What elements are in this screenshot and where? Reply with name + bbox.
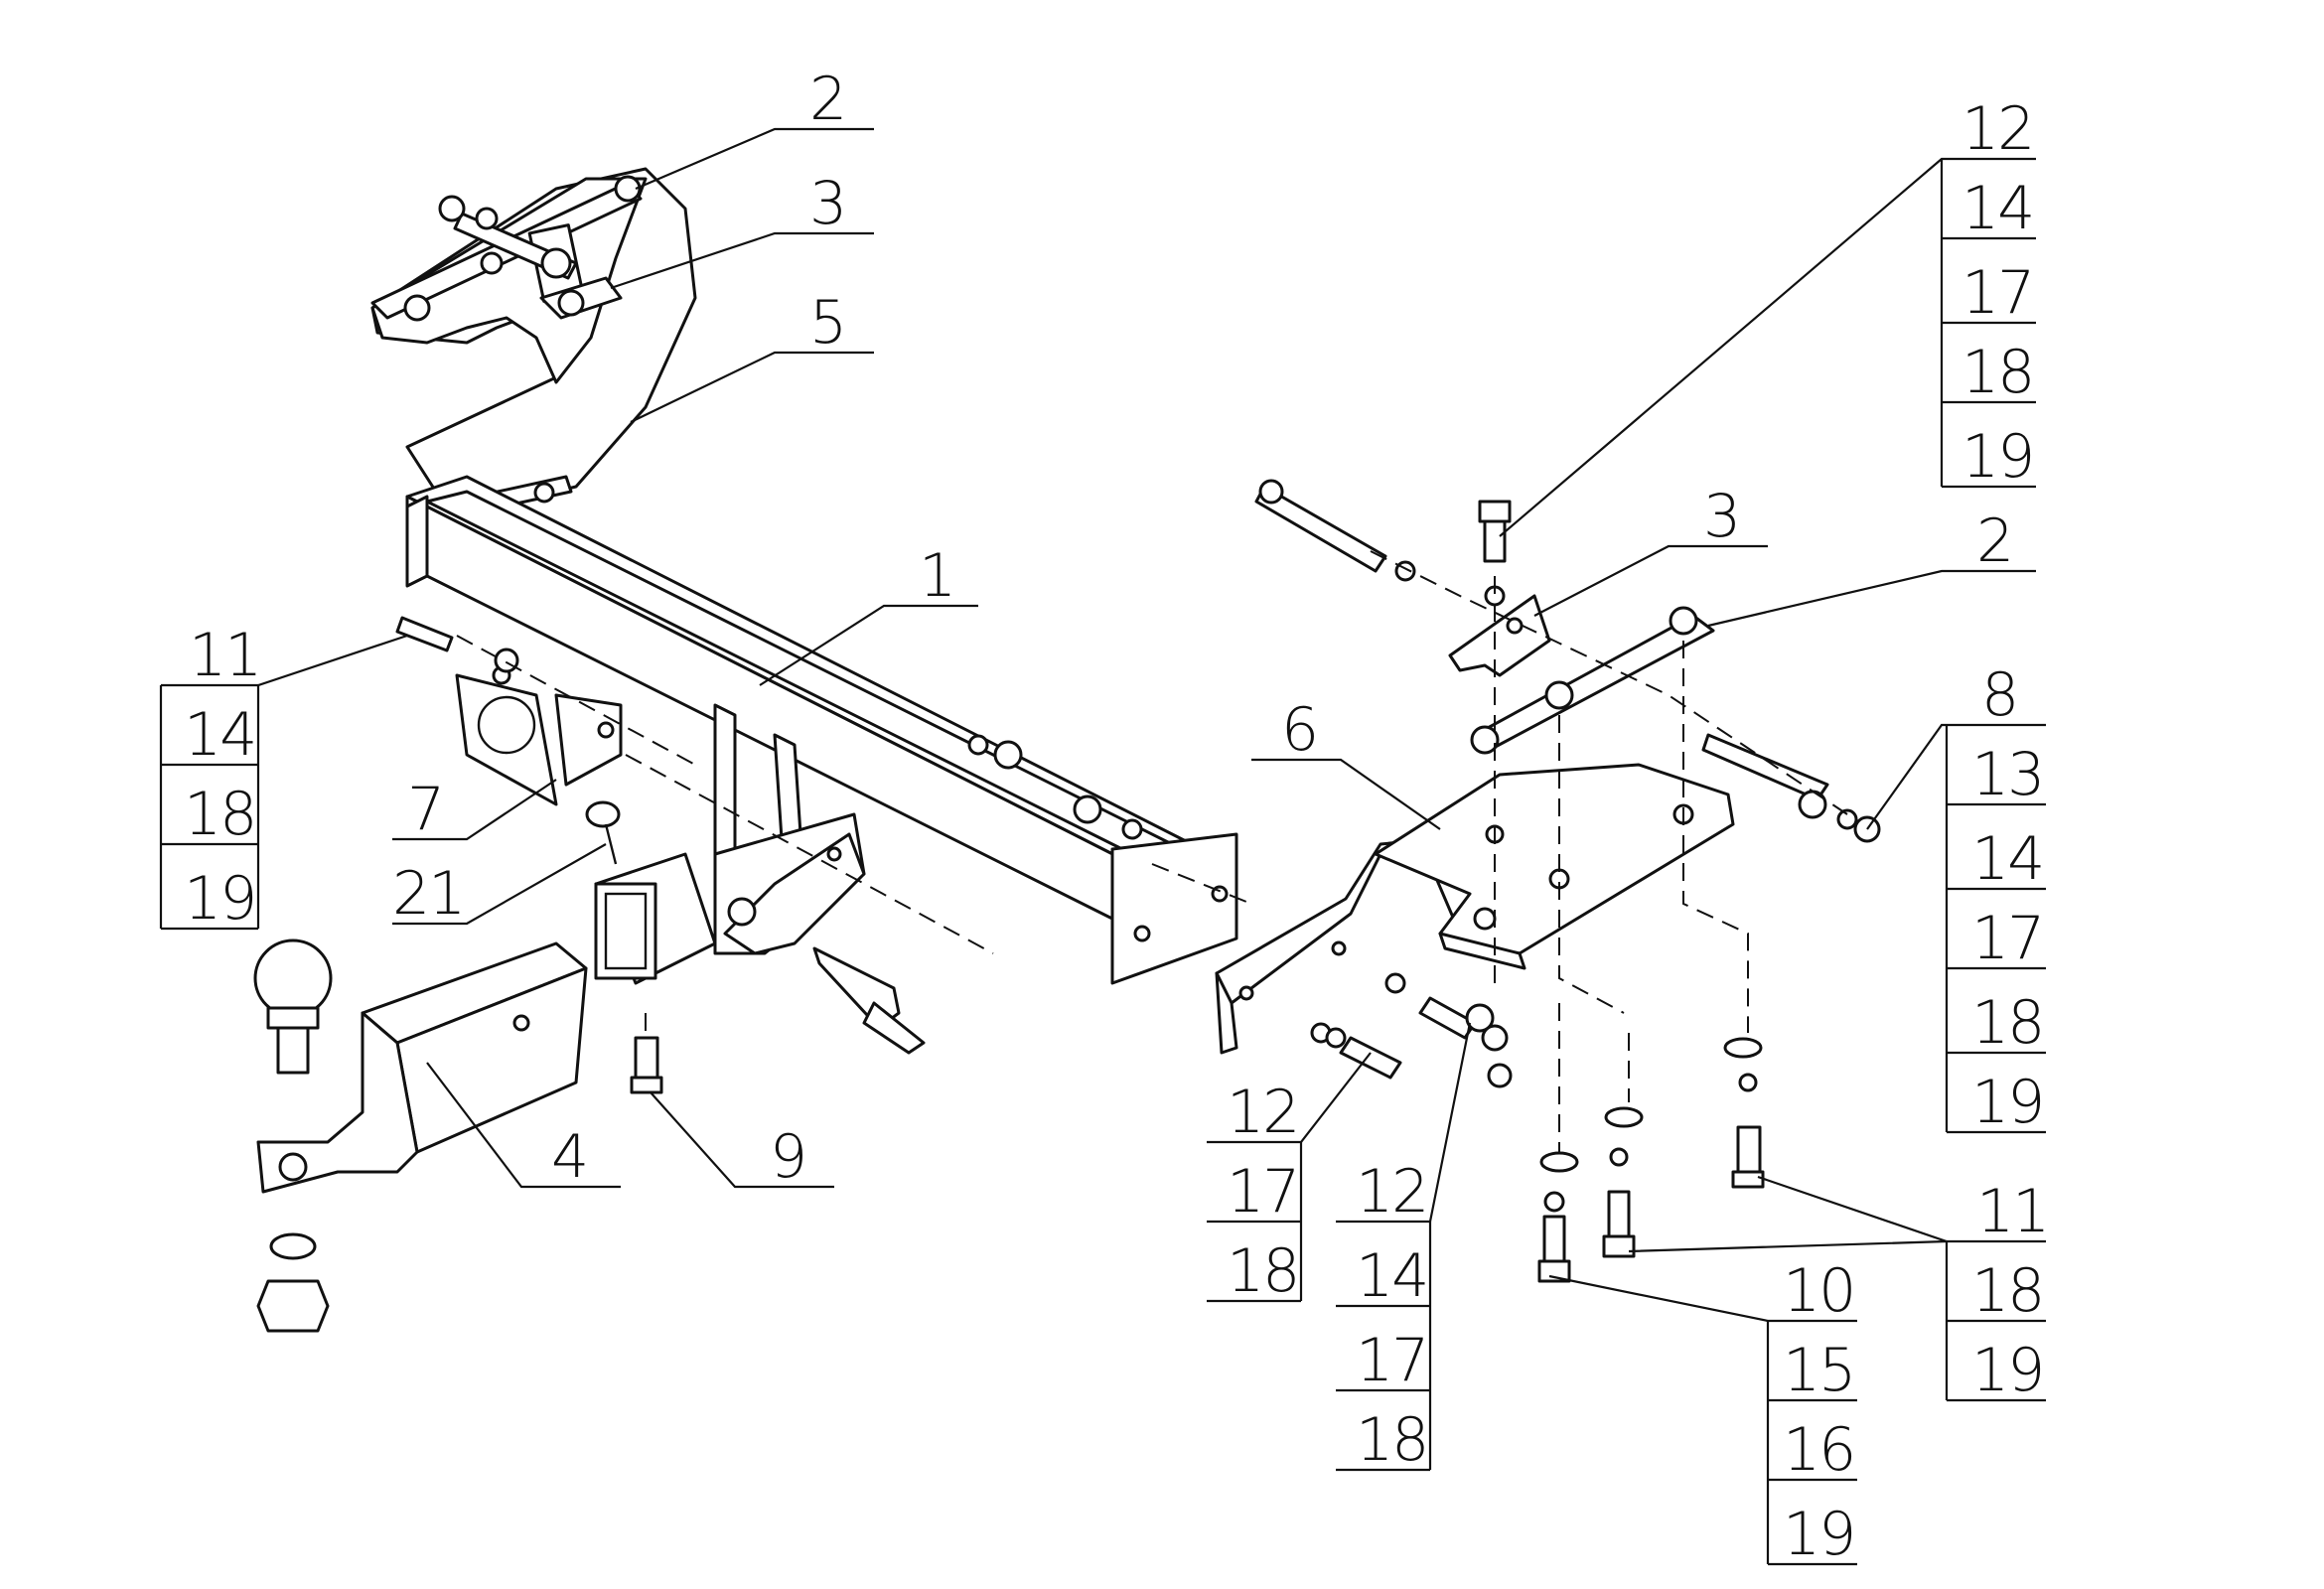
callout-11-right-1: 18 bbox=[1971, 1256, 2043, 1326]
callout-8-3: 17 bbox=[1971, 904, 2043, 973]
callout-7: 7 bbox=[407, 775, 443, 844]
callout-12a-0: 12 bbox=[1227, 1078, 1298, 1147]
assembly-lines bbox=[456, 550, 1848, 1152]
callout-12-top-right-0: 12 bbox=[1961, 94, 2033, 164]
ball-mount bbox=[256, 941, 588, 1194]
callout-12-top-right-3: 18 bbox=[1961, 338, 2033, 407]
callout-10-2: 16 bbox=[1783, 1415, 1854, 1485]
callout-11-right-2: 19 bbox=[1971, 1336, 2043, 1405]
callout-6: 6 bbox=[1281, 695, 1317, 765]
callout-11-left-3: 19 bbox=[184, 864, 255, 934]
left-mounting-bracket bbox=[370, 167, 697, 518]
callout-12a-2: 18 bbox=[1227, 1236, 1298, 1306]
callout-3-right: 3 bbox=[1703, 482, 1739, 551]
callout-10-1: 15 bbox=[1783, 1336, 1854, 1405]
callout-leaders bbox=[159, 127, 2046, 1566]
callout-11-left-2: 18 bbox=[184, 780, 255, 849]
callout-8-2: 14 bbox=[1971, 824, 2043, 894]
callout-12b-1: 14 bbox=[1356, 1241, 1427, 1311]
right-top-plate bbox=[1448, 594, 1715, 755]
pin-clip bbox=[585, 800, 621, 865]
callout-2-right: 2 bbox=[1976, 506, 2012, 576]
callout-3-top: 3 bbox=[809, 169, 845, 238]
callout-11-left-1: 14 bbox=[184, 700, 255, 770]
callout-1: 1 bbox=[919, 541, 954, 611]
callout-12-top-right-1: 14 bbox=[1961, 174, 2033, 243]
left-top-plate-hardware bbox=[370, 175, 643, 322]
callout-12a-1: 17 bbox=[1227, 1157, 1298, 1227]
callout-9: 9 bbox=[770, 1122, 805, 1192]
main-crossbar bbox=[405, 475, 1238, 985]
callout-8-0: 8 bbox=[1981, 660, 2017, 730]
callout-11-left-0: 11 bbox=[189, 621, 260, 690]
callout-labels: 2 3 5 1 11 14 18 19 7 21 4 9 12 14 17 18… bbox=[184, 65, 2050, 1569]
callout-8-1: 13 bbox=[1971, 740, 2043, 809]
hitch-pin bbox=[812, 946, 926, 1055]
tow-ball bbox=[253, 939, 333, 1333]
callout-21: 21 bbox=[392, 859, 464, 929]
callout-8-5: 19 bbox=[1971, 1068, 2043, 1137]
callout-8-4: 18 bbox=[1971, 988, 2043, 1058]
callout-12b-3: 18 bbox=[1356, 1405, 1427, 1475]
callout-12-top-right-4: 19 bbox=[1961, 422, 2033, 492]
callout-12-top-right-2: 17 bbox=[1961, 258, 2033, 328]
callout-2-top: 2 bbox=[809, 65, 845, 134]
callout-11-right-0: 11 bbox=[1976, 1177, 2048, 1246]
socket-bracket bbox=[455, 665, 623, 806]
callout-12b-0: 12 bbox=[1356, 1157, 1427, 1227]
bolt-9 bbox=[630, 1036, 663, 1094]
callout-12b-2: 17 bbox=[1356, 1326, 1427, 1395]
callout-4: 4 bbox=[551, 1122, 587, 1192]
receiver-assembly bbox=[594, 703, 866, 985]
callout-10-0: 10 bbox=[1783, 1256, 1854, 1326]
callout-10-3: 19 bbox=[1783, 1500, 1854, 1569]
callout-5: 5 bbox=[809, 288, 845, 358]
